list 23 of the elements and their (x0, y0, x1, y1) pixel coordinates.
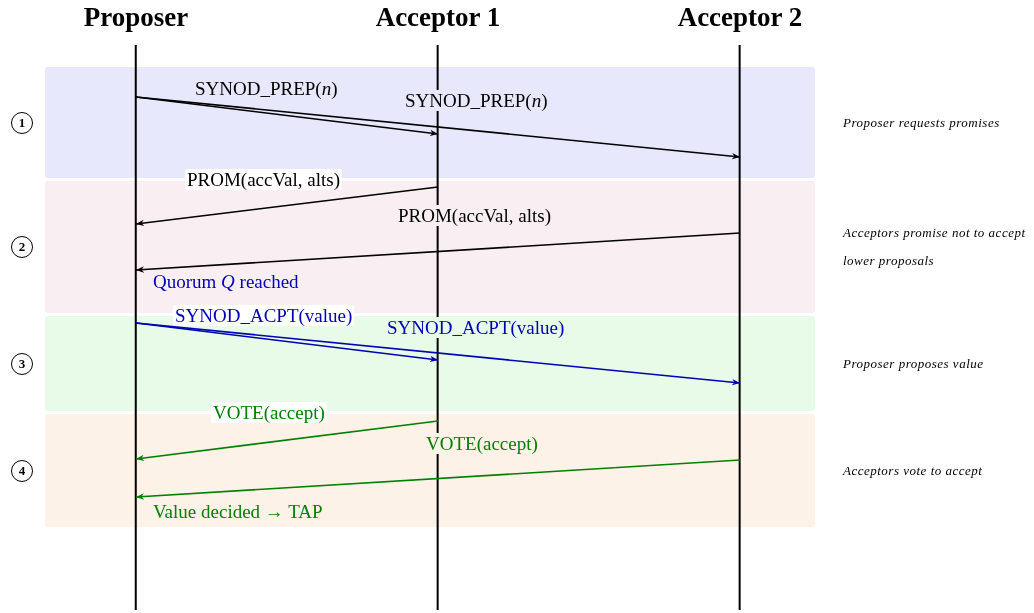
message-label: PROM(accVal, alts) (185, 169, 343, 190)
message-arrow (135, 322, 741, 386)
phase-description: Acceptors vote to accept (843, 461, 984, 480)
phase-description: Proposer requests promises (843, 113, 1001, 132)
message-label: VOTE(accept) (424, 433, 540, 454)
message-arrow (135, 96, 741, 160)
participant-heading: Acceptor 2 (677, 2, 803, 32)
status-note: Quorum Q reached (152, 271, 300, 292)
message-label: SYNOD_ACPT(value) (385, 317, 567, 338)
message-arrow (135, 420, 439, 462)
message-label: SYNOD_ACPT(value) (173, 305, 355, 326)
participant-heading: Proposer (83, 2, 189, 32)
message-arrow (135, 459, 741, 500)
message-arrow (135, 232, 741, 273)
message-label: SYNOD_PREP(n) (193, 78, 340, 99)
message-label: SYNOD_PREP(n) (403, 90, 550, 111)
message-label: VOTE(accept) (211, 402, 327, 423)
phase-description: Proposer proposes value (843, 354, 985, 373)
message-label: PROM(accVal, alts) (396, 205, 554, 226)
status-note: Value decided → TAP (152, 501, 324, 522)
message-arrow (135, 186, 439, 227)
participant-heading: Acceptor 1 (375, 2, 501, 32)
phase-description: Acceptors promise not to accept lower proposals (843, 224, 1027, 270)
